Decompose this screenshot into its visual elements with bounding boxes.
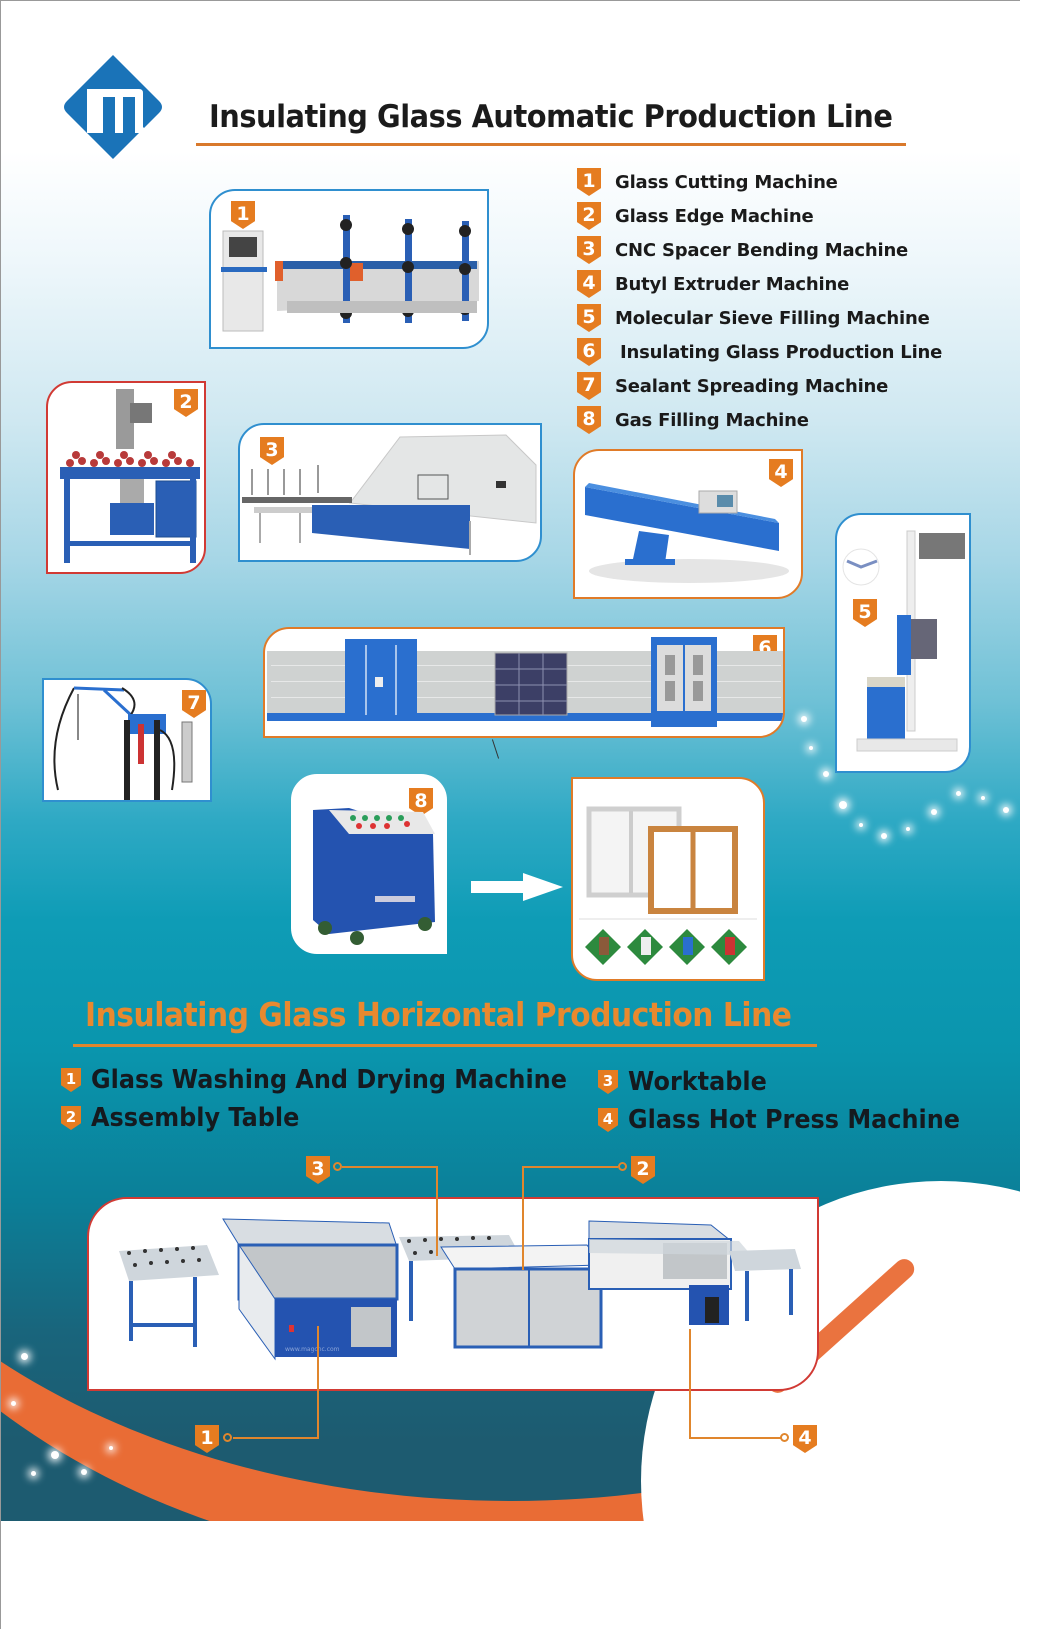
legend-label: Molecular Sieve Filling Machine — [615, 307, 930, 329]
horizontal-section-title: Insulating Glass Horizontal Production L… — [85, 995, 792, 1034]
legend-item: 1 Glass Cutting Machine — [577, 165, 942, 199]
legend-label: Glass Hot Press Machine — [628, 1105, 960, 1135]
horizontal-legend-item-1: 1 Glass Washing And Drying Machine — [61, 1065, 608, 1095]
legend-label: CNC Spacer Bending Machine — [615, 239, 909, 261]
connector-line — [491, 739, 500, 759]
automatic-line-legend: 1 Glass Cutting Machine 2 Glass Edge Machi… — [577, 165, 942, 437]
number-badge: 7 — [577, 372, 601, 400]
windows-illustration — [579, 806, 757, 965]
legend-label: Glass Edge Machine — [615, 205, 814, 227]
callout-line — [689, 1437, 781, 1439]
gas-filling-machine-image: 8 — [291, 774, 447, 954]
legend-label: Worktable — [628, 1067, 767, 1097]
sieve-machine-illustration — [842, 530, 965, 752]
cutting-machine-illustration — [221, 215, 479, 332]
extruder-illustration — [585, 483, 789, 583]
legend-item: 8 Gas Filling Machine — [577, 403, 942, 437]
callout-dot — [618, 1162, 627, 1171]
number-badge: 3 — [577, 236, 601, 264]
horizontal-legend-item-2: 2 Assembly Table — [61, 1103, 317, 1133]
cnc-spacer-bending-machine-image: 3 — [238, 423, 542, 562]
legend-label: Glass Washing And Drying Machine — [91, 1065, 567, 1095]
edge-machine-illustration — [60, 389, 200, 563]
legend-item: 7 Sealant Spreading Machine — [577, 369, 942, 403]
finished-windows-image — [571, 777, 765, 981]
legend-item: 2 Glass Edge Machine — [577, 199, 942, 233]
legend-label: Insulating Glass Production Line — [620, 341, 943, 363]
callout-line — [522, 1166, 618, 1168]
callout-dot — [223, 1433, 232, 1442]
callout-badge-1: 1 — [195, 1425, 219, 1453]
legend-item: 3 CNC Spacer Bending Machine — [577, 233, 942, 267]
glass-edge-machine-image: 2 — [46, 381, 206, 574]
watermark-text: www.magcnc.com — [285, 1346, 340, 1353]
callout-line — [689, 1329, 691, 1439]
legend-item: 4 Butyl Extruder Machine — [577, 267, 942, 301]
bending-machine-illustration — [242, 434, 537, 555]
title-underline — [196, 143, 906, 146]
number-badge: 1 — [61, 1068, 81, 1092]
insulating-glass-production-line-image: 6 — [263, 627, 785, 738]
number-badge: 4 — [598, 1108, 618, 1132]
horizontal-line-illustration: www.magcnc.com — [119, 1218, 801, 1361]
molecular-sieve-filling-machine-image: 5 — [835, 513, 971, 773]
horizontal-production-line-image: www.magcnc.com — [87, 1197, 819, 1391]
callout-line — [233, 1437, 319, 1439]
callout-dot — [780, 1433, 789, 1442]
sealant-machine-illustration — [53, 686, 193, 800]
callout-line — [436, 1166, 438, 1256]
butyl-extruder-machine-image: 4 — [573, 449, 803, 599]
number-badge: 6 — [577, 338, 601, 366]
callout-line — [342, 1166, 438, 1168]
number-badge: 3 — [598, 1070, 618, 1094]
callout-line — [522, 1166, 524, 1270]
horizontal-legend-item-4: 4 Glass Hot Press Machine — [598, 1105, 989, 1135]
legend-label: Assembly Table — [91, 1103, 300, 1133]
number-badge: 5 — [577, 304, 601, 332]
number-badge: 2 — [61, 1106, 81, 1130]
number-badge: 8 — [577, 406, 601, 434]
legend-label: Gas Filling Machine — [615, 409, 809, 431]
legend-item: 6 Insulating Glass Production Line — [577, 335, 942, 369]
callout-line — [317, 1326, 319, 1438]
m-diamond-logo-icon — [64, 55, 162, 159]
sealant-spreading-machine-image: 7 — [42, 678, 212, 802]
number-badge: 1 — [577, 168, 601, 196]
number-badge: 4 — [577, 270, 601, 298]
horizontal-legend-item-3: 3 Worktable — [598, 1067, 779, 1097]
legend-label: Sealant Spreading Machine — [615, 375, 889, 397]
legend-label: Butyl Extruder Machine — [615, 273, 850, 295]
number-badge: 2 — [577, 202, 601, 230]
number-badge: 2 — [174, 389, 198, 417]
callout-dot — [333, 1162, 342, 1171]
page-title: Insulating Glass Automatic Production Li… — [209, 99, 893, 135]
horizontal-title-underline — [73, 1044, 817, 1047]
legend-item: 5 Molecular Sieve Filling Machine — [577, 301, 942, 335]
glass-cutting-machine-image: 1 — [209, 189, 489, 349]
poster: Insulating Glass Automatic Production Li… — [0, 0, 1020, 1629]
arrow-right-icon — [471, 873, 563, 901]
production-line-illustration — [267, 637, 783, 727]
gas-machine-illustration — [313, 808, 435, 945]
legend-label: Glass Cutting Machine — [615, 171, 838, 193]
